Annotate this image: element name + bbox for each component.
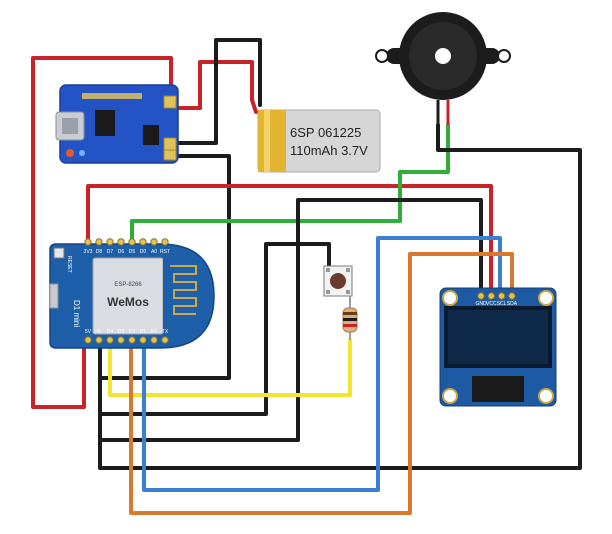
push-button-icon bbox=[323, 265, 353, 306]
pin-pad-d8 bbox=[95, 238, 103, 246]
pin-label-rst: RST bbox=[160, 249, 170, 255]
pin-label-d8: D8 bbox=[96, 249, 103, 255]
wire-black-charger-battery bbox=[176, 38, 262, 145]
charger-pad-bminus bbox=[163, 137, 177, 151]
pin-pad-d6 bbox=[117, 238, 125, 246]
wire-black-buzzer-ground bbox=[98, 123, 582, 470]
wire-red-charger-battery bbox=[174, 60, 258, 114]
pin-pad-d1 bbox=[139, 336, 147, 344]
pin-pad-gnd bbox=[477, 292, 485, 300]
battery-label-line1: 6SP 061225 bbox=[290, 125, 361, 140]
pin-pad-d4 bbox=[106, 336, 114, 344]
pin-pad-a0 bbox=[150, 238, 158, 246]
wemos-brand-label: WeMos bbox=[107, 295, 149, 309]
pin-label-rx: RX bbox=[151, 329, 159, 335]
pin-label-g: G bbox=[97, 329, 101, 335]
pin-label-d6: D6 bbox=[118, 249, 125, 255]
oled-flex-cable bbox=[472, 376, 524, 402]
charger-pad-out bbox=[163, 149, 177, 161]
wire-red-left-loop bbox=[31, 56, 173, 409]
piezo-buzzer-icon bbox=[375, 12, 511, 125]
wemos-micro-usb bbox=[49, 283, 59, 309]
pin-pad-g bbox=[95, 336, 103, 344]
wemos-chip-label: ESP-8266 bbox=[114, 282, 142, 288]
wires bbox=[31, 38, 582, 515]
wire-blue-d2-scl bbox=[142, 236, 502, 492]
charger-led-red bbox=[66, 149, 74, 157]
pin-pad-d5 bbox=[128, 238, 136, 246]
battery-label-line2: 110mAh 3.7V bbox=[290, 143, 368, 158]
charger-module bbox=[55, 84, 179, 164]
pin-label-gnd: GND bbox=[475, 301, 487, 307]
pin-label-d1: D1 bbox=[140, 329, 147, 335]
pin-pad-d3 bbox=[117, 336, 125, 344]
wire-orange-d1-sda bbox=[129, 252, 514, 515]
charger-chip-2 bbox=[143, 125, 159, 145]
wire-red-3v3-oled bbox=[86, 184, 493, 298]
wemos-reset-label: RESET bbox=[66, 256, 72, 273]
wemos-model-label: D1 mini bbox=[72, 300, 81, 327]
pin-label-d4: D4 bbox=[107, 329, 114, 335]
wire-black-oled-gnd bbox=[98, 198, 483, 442]
pin-pad-sda bbox=[508, 292, 516, 300]
lipo-battery: 6SP 061225 110mAh 3.7V bbox=[257, 109, 381, 173]
pin-label-5v: 5V bbox=[85, 329, 92, 335]
resistor-icon bbox=[342, 304, 358, 340]
pin-pad-scl bbox=[497, 292, 506, 300]
wire-green-d5-buzzer bbox=[130, 123, 450, 244]
pin-label-d2: D2 bbox=[129, 329, 136, 335]
pin-label-d7: D7 bbox=[107, 249, 114, 255]
charger-led-blue bbox=[79, 150, 85, 156]
charger-chip-1 bbox=[95, 110, 115, 136]
pin-pad-tx bbox=[161, 336, 169, 344]
pin-label-vcc: VCC bbox=[486, 301, 497, 307]
pin-label-a0: A0 bbox=[151, 249, 157, 255]
pin-pad-d2 bbox=[128, 336, 136, 344]
pin-label-d0: D0 bbox=[140, 249, 147, 255]
wire-black-button-ground bbox=[98, 242, 331, 416]
pin-pad-d7 bbox=[106, 238, 114, 246]
pin-label-d3: D3 bbox=[118, 329, 125, 335]
wire-yellow-d3-resistor bbox=[108, 338, 352, 397]
pin-label-d5: D5 bbox=[129, 249, 136, 255]
wemos-reset-button bbox=[53, 247, 65, 259]
pin-label-tx: TX bbox=[162, 329, 169, 335]
pin-pad-3v3 bbox=[84, 238, 92, 246]
pin-pad-vcc bbox=[487, 292, 495, 300]
pin-label-3v3: 3V3 bbox=[84, 249, 93, 255]
pin-pad-rx bbox=[150, 336, 158, 344]
pin-pad-rst bbox=[161, 238, 169, 246]
pin-pad-5v bbox=[84, 336, 92, 344]
pin-pad-d0 bbox=[139, 238, 147, 246]
pin-label-scl: SCL bbox=[497, 301, 507, 307]
pin-label-sda: SDA bbox=[507, 301, 518, 307]
charger-pad-bplus bbox=[163, 95, 177, 109]
